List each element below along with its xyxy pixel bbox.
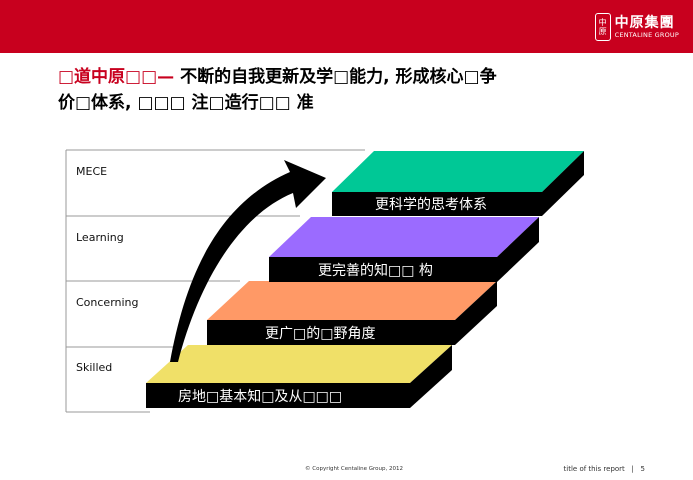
step-caption: 更广□的□野角度 xyxy=(265,326,375,342)
growth-arrow-icon xyxy=(170,160,326,362)
header-bar: 中 原 中原集團 CENTALINE GROUP xyxy=(0,0,693,53)
logo-chinese-name: 中原集團 xyxy=(614,14,675,31)
row-label-mece: MECE xyxy=(76,165,107,178)
title-line2: 价□体系, □□□ 注□造行□□ 准 xyxy=(58,93,314,113)
footer-report-info: title of this report | 5 xyxy=(564,465,645,473)
footer-copyright: © Copyright Centaline Group, 2012 xyxy=(305,466,404,472)
page-number: 5 xyxy=(640,465,645,473)
step-skilled: 房地□基本知□及从□□□ xyxy=(146,345,452,408)
step-caption: 更科学的思考体系 xyxy=(375,197,487,213)
step-side-face xyxy=(542,151,584,216)
row-label-skilled: Skilled xyxy=(76,361,112,374)
step-learning: 更完善的知□□ 构 xyxy=(269,217,539,282)
step-front-face xyxy=(269,257,497,282)
step-top-face xyxy=(269,217,539,257)
step-caption: 房地□基本知□及从□□□ xyxy=(178,388,342,405)
step-side-face xyxy=(455,281,497,345)
slide-title: □道中原□□— 不断的自我更新及学□能力, 形成核心□争 价□体系, □□□ 注… xyxy=(58,64,678,116)
step-top-face xyxy=(207,281,497,320)
row-label-concerning: Concerning xyxy=(76,296,139,309)
title-accent: □道中原□□— xyxy=(58,67,175,87)
centaline-logo: 中 原 中原集團 CENTALINE GROUP xyxy=(594,12,679,42)
step-concerning: 更广□的□野角度 xyxy=(207,281,497,345)
step-caption: 更完善的知□□ 构 xyxy=(318,262,433,279)
logo-seal-icon: 中 原 xyxy=(594,13,611,41)
row-grid xyxy=(65,149,365,413)
step-side-face xyxy=(410,345,452,408)
report-title: title of this report xyxy=(563,465,625,473)
footer-separator: | xyxy=(631,465,634,473)
step-top-face xyxy=(146,345,452,383)
row-label-learning: Learning xyxy=(76,231,124,244)
step-top-face xyxy=(332,151,584,192)
step-mece: 更科学的思考体系 xyxy=(332,151,584,216)
step-side-face xyxy=(497,217,539,282)
step-front-face xyxy=(146,383,410,408)
logo-english-name: CENTALINE GROUP xyxy=(614,30,679,39)
step-front-face xyxy=(207,320,455,345)
step-front-face xyxy=(332,192,542,216)
title-line1: 不断的自我更新及学□能力, 形成核心□争 xyxy=(174,67,497,87)
